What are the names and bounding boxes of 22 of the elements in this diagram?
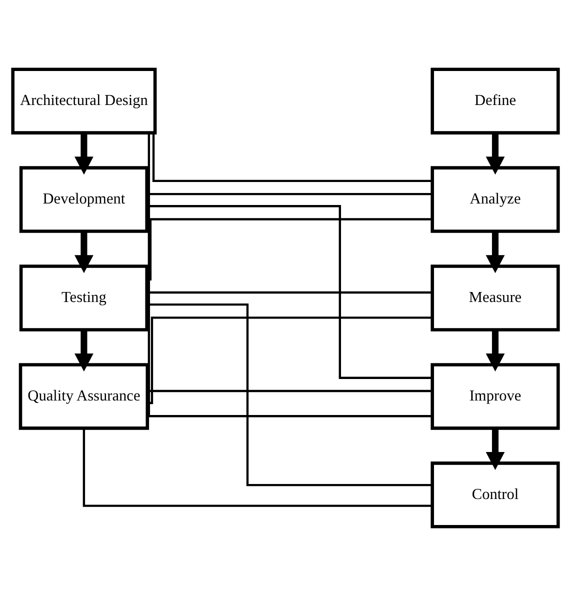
connector [148,316,432,404]
connector [152,132,432,182]
node-box: Measure [430,264,560,331]
node-box: Define [430,67,560,134]
node-box: Quality Assurance [18,362,150,430]
arrow [74,330,94,372]
arrow [486,132,505,174]
arrow [486,231,505,273]
connector [82,428,432,506]
arrow [74,132,94,174]
node-box: Analyze [430,166,560,232]
connector [148,132,432,417]
node-box: Testing [19,264,148,331]
node-box: Improve [430,362,560,430]
arrow [74,231,94,273]
node-box: Control [430,461,560,528]
arrow [486,428,505,470]
node-box: Architectural Design [11,67,157,134]
connector [148,389,432,392]
connector [147,302,432,486]
node-box: Development [19,166,148,232]
arrow [486,330,505,372]
